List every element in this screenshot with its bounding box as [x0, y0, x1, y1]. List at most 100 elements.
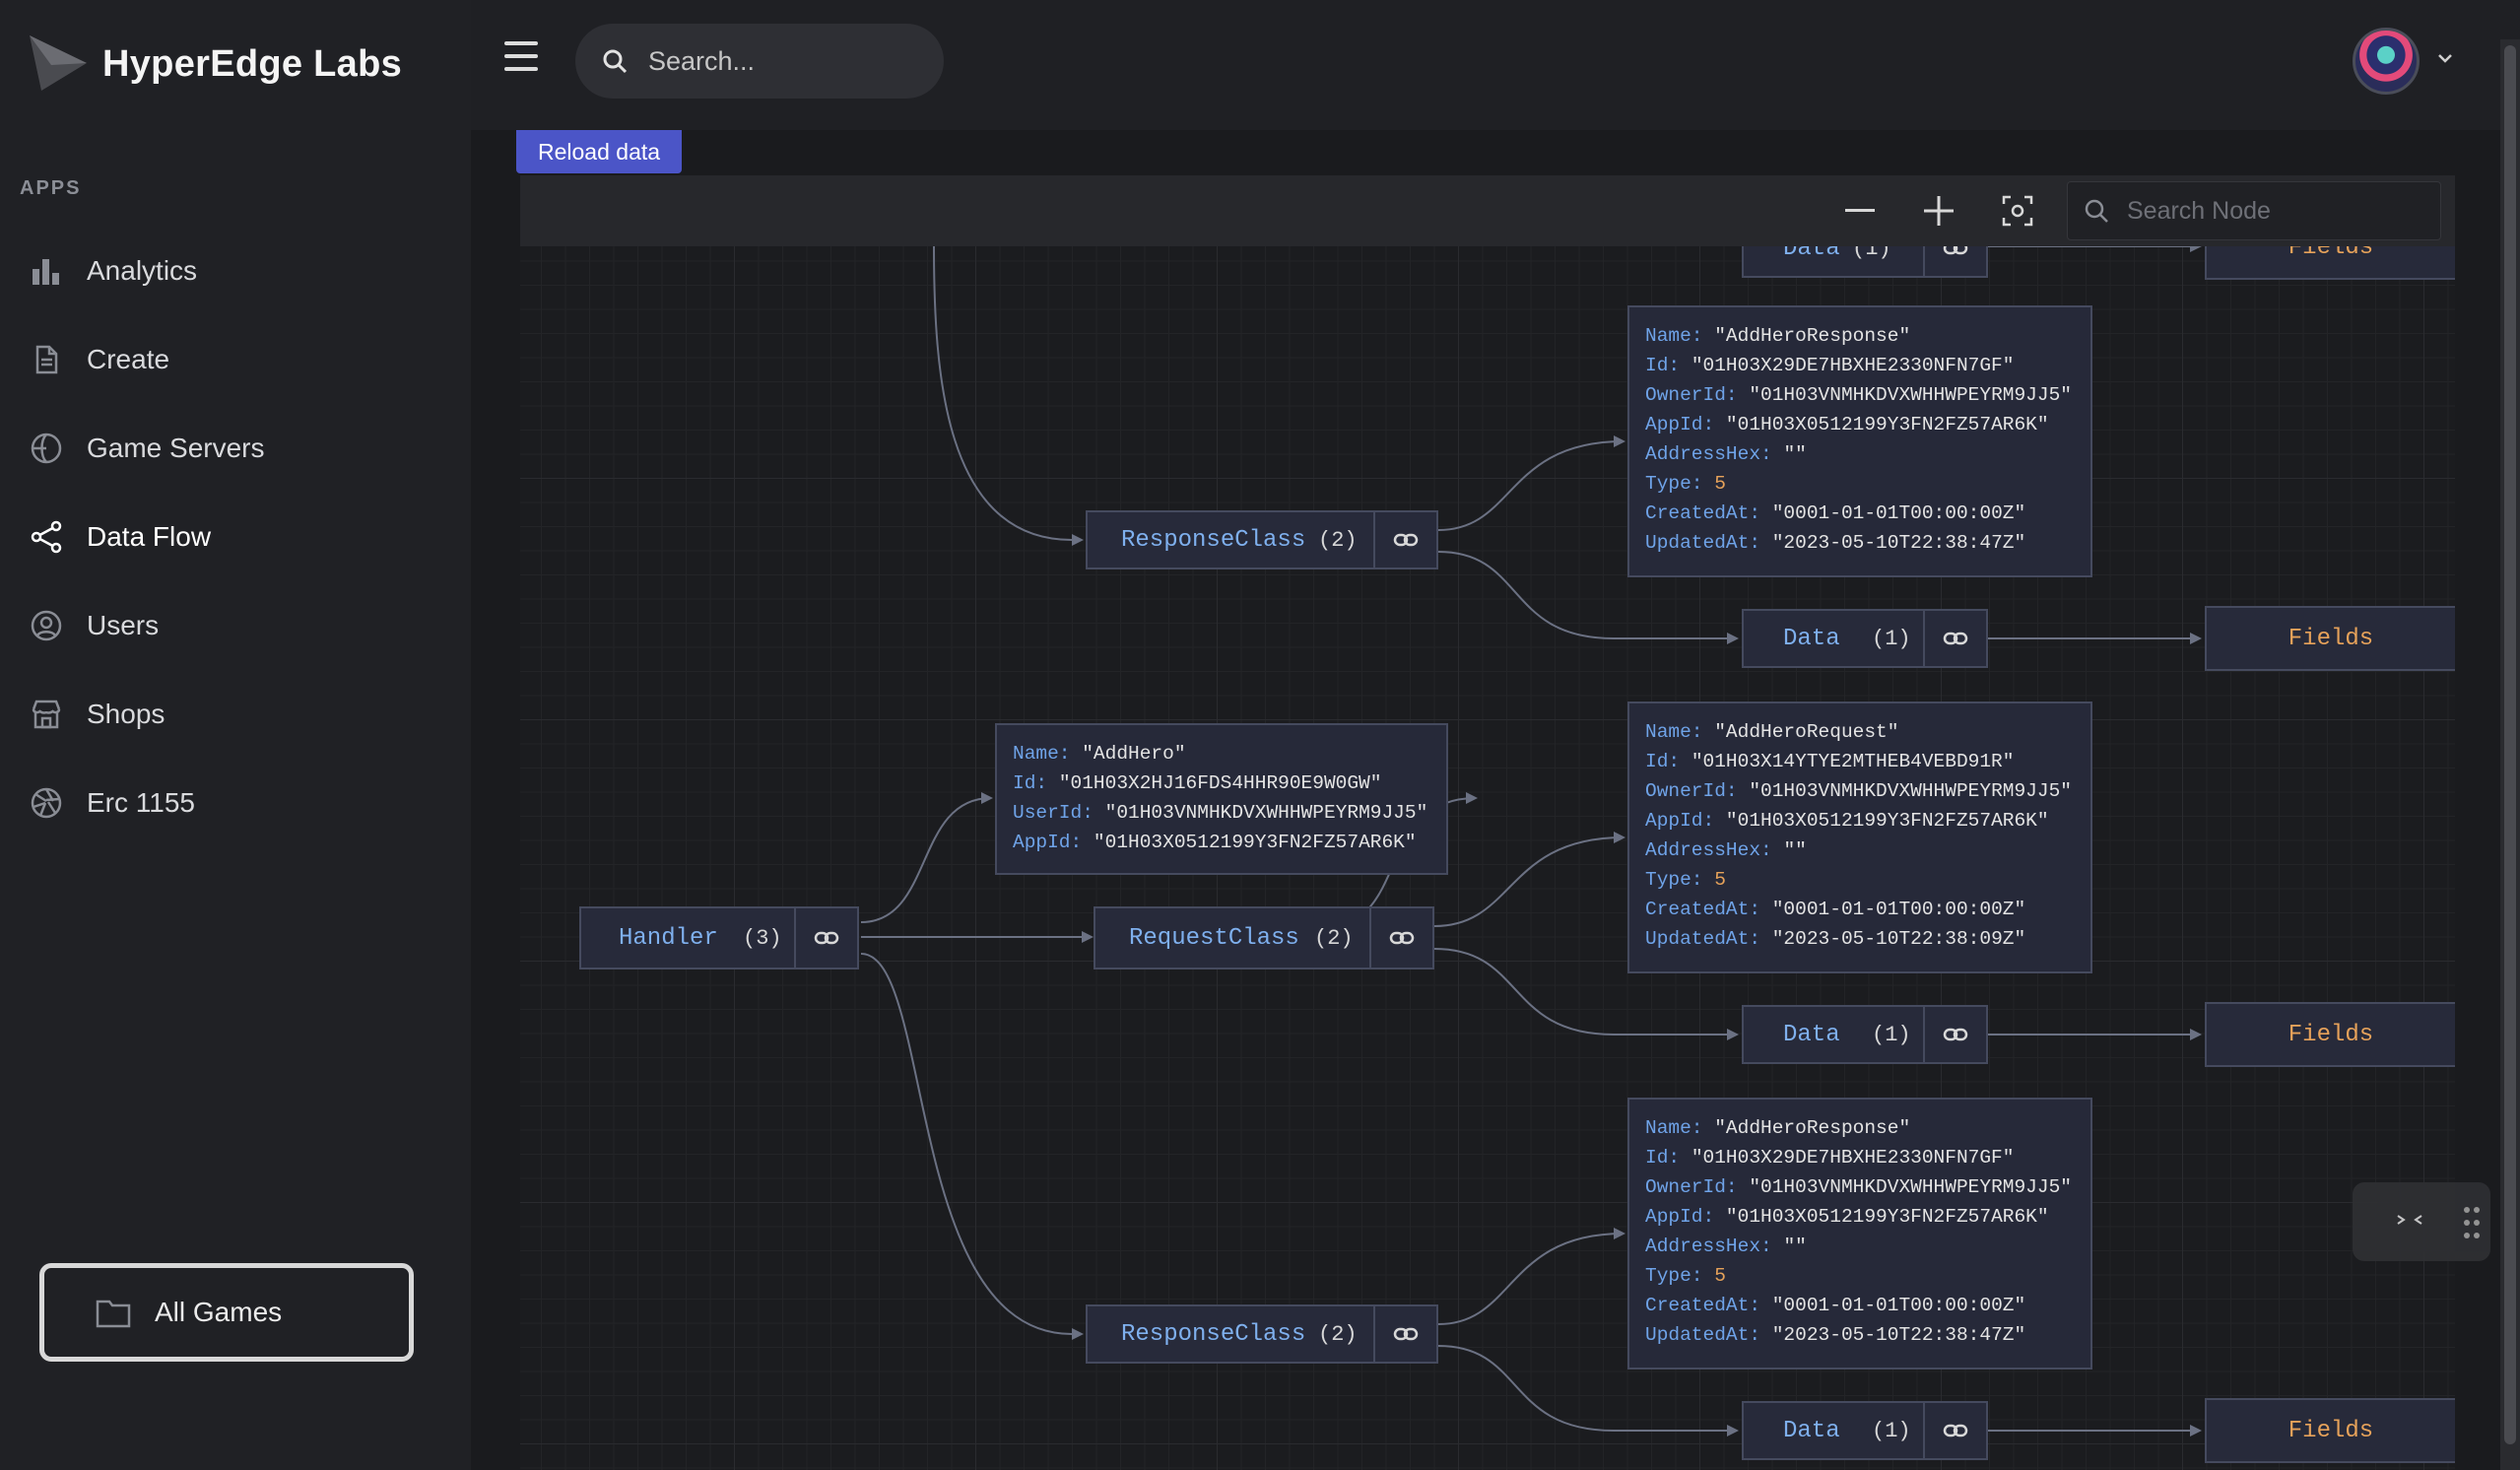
info-key: AppId: — [1645, 1206, 1715, 1228]
sidebar-item-analytics[interactable]: Analytics — [0, 227, 471, 315]
info-key: AddressHex: — [1645, 443, 1772, 465]
info-value: "AddHeroResponse" — [1714, 325, 1911, 347]
data-flow-canvas[interactable]: Data (1) Fields ResponseClass (2) Name: … — [520, 175, 2455, 1470]
sidebar-item-label: Shops — [87, 699, 166, 729]
info-value: "2023-05-10T22:38:09Z" — [1771, 928, 2026, 950]
scrollbar-thumb[interactable] — [2504, 45, 2516, 1444]
info-key: Name: — [1645, 325, 1703, 347]
fit-view-icon[interactable] — [1998, 191, 2037, 231]
fields-node[interactable]: Fields — [2205, 1398, 2455, 1463]
info-value: "01H03X0512199Y3FN2FZ57AR6K" — [1725, 1206, 2049, 1228]
info-key: CreatedAt: — [1645, 1295, 1761, 1316]
store-icon — [28, 696, 65, 733]
info-key: Type: — [1645, 1265, 1703, 1287]
handler-node[interactable]: Handler (3) — [579, 906, 859, 969]
zoom-in-icon[interactable] — [1919, 191, 1958, 231]
sidebar-item-game-servers[interactable]: Game Servers — [0, 404, 471, 493]
node-search-input[interactable] — [2127, 196, 2422, 226]
info-value: 5 — [1714, 473, 1726, 495]
fields-node[interactable]: Fields — [2205, 606, 2455, 671]
minimize-icon[interactable] — [2390, 1202, 2429, 1241]
info-key: AppId: — [1645, 414, 1715, 435]
info-key: Id: — [1645, 751, 1681, 772]
sidebar-item-label: Create — [87, 344, 170, 374]
node-count: (2) — [1314, 925, 1354, 951]
document-icon — [28, 341, 65, 378]
info-value: "" — [1783, 839, 1807, 861]
info-value: "01H03X29DE7HBXHE2330NFN7GF" — [1691, 355, 2015, 376]
search-icon — [603, 49, 628, 74]
link-icon[interactable] — [794, 908, 857, 968]
link-icon[interactable] — [1373, 512, 1436, 568]
request-class-node[interactable]: RequestClass (2) — [1094, 906, 1434, 969]
info-key: Type: — [1645, 869, 1703, 891]
bar-chart-icon — [28, 252, 65, 290]
fields-node[interactable]: Fields — [2205, 1002, 2455, 1067]
response-class-node[interactable]: ResponseClass (2) — [1086, 1304, 1438, 1364]
info-key: UserId: — [1013, 802, 1094, 824]
info-value: "01H03VNMHKDVXWHHWPEYRM9JJ5" — [1749, 1176, 2072, 1198]
link-icon[interactable] — [1923, 611, 1986, 666]
sidebar-item-erc-1155[interactable]: Erc 1155 — [0, 759, 471, 847]
info-key: OwnerId: — [1645, 780, 1738, 802]
info-key: UpdatedAt: — [1645, 532, 1761, 554]
node-label: Handler — [619, 924, 718, 952]
aperture-icon — [28, 784, 65, 822]
floating-widget[interactable] — [2353, 1182, 2490, 1261]
node-label: Data — [1783, 1417, 1840, 1444]
link-icon[interactable] — [1923, 1007, 1986, 1062]
page-scrollbar[interactable] — [2500, 39, 2520, 1470]
zoom-out-icon[interactable] — [1840, 191, 1880, 231]
avatar[interactable] — [2353, 28, 2420, 95]
response-class-node[interactable]: ResponseClass (2) — [1086, 510, 1438, 569]
global-search[interactable] — [575, 24, 944, 99]
sidebar-item-users[interactable]: Users — [0, 581, 471, 670]
info-value: "2023-05-10T22:38:47Z" — [1771, 532, 2026, 554]
apps-section-label: APPS — [20, 177, 82, 199]
link-icon[interactable] — [1369, 908, 1432, 968]
info-key: AddressHex: — [1645, 1236, 1772, 1257]
reload-data-button[interactable]: Reload data — [516, 130, 683, 173]
info-value: "0001-01-01T00:00:00Z" — [1771, 1295, 2026, 1316]
hamburger-menu-icon[interactable] — [504, 41, 538, 71]
brand-title: HyperEdge Labs — [102, 42, 403, 85]
info-key: Name: — [1645, 1117, 1703, 1139]
search-input[interactable] — [648, 45, 904, 77]
info-key: Name: — [1645, 721, 1703, 743]
info-value: "01H03VNMHKDVXWHHWPEYRM9JJ5" — [1749, 384, 2072, 406]
sidebar-item-data-flow[interactable]: Data Flow — [0, 493, 471, 581]
info-value: "" — [1783, 1236, 1807, 1257]
all-games-button[interactable]: All Games — [39, 1263, 414, 1362]
sidebar-item-shops[interactable]: Shops — [0, 670, 471, 759]
info-value: "0001-01-01T00:00:00Z" — [1771, 502, 2026, 524]
drag-handle-icon[interactable] — [2463, 1206, 2481, 1239]
info-key: Type: — [1645, 473, 1703, 495]
info-value: "AddHero" — [1082, 743, 1186, 765]
data-node[interactable]: Data (1) — [1742, 1401, 1988, 1460]
node-count: (1) — [1872, 1022, 1911, 1047]
info-value: "01H03X2HJ16FDS4HHR90E9W0GW" — [1058, 772, 1382, 794]
sidebar-item-label: Erc 1155 — [87, 787, 195, 818]
info-value: "0001-01-01T00:00:00Z" — [1771, 899, 2026, 920]
folder-icon — [96, 1300, 131, 1328]
info-key: OwnerId: — [1645, 1176, 1738, 1198]
sidebar-item-create[interactable]: Create — [0, 315, 471, 404]
node-label: RequestClass — [1129, 924, 1299, 952]
info-key: CreatedAt: — [1645, 502, 1761, 524]
link-icon[interactable] — [1373, 1306, 1436, 1362]
info-key: Id: — [1645, 355, 1681, 376]
node-search[interactable] — [2067, 181, 2441, 240]
data-node[interactable]: Data (1) — [1742, 1005, 1988, 1064]
info-value: "AddHeroResponse" — [1714, 1117, 1911, 1139]
link-icon[interactable] — [1923, 1403, 1986, 1458]
data-node[interactable]: Data (1) — [1742, 609, 1988, 668]
brand[interactable]: HyperEdge Labs — [28, 33, 402, 95]
node-label: ResponseClass — [1121, 1320, 1306, 1348]
response-info-panel: Name: "AddHeroResponse" Id: "01H03X29DE7… — [1627, 305, 2092, 577]
info-key: AppId: — [1645, 810, 1715, 832]
node-label: Data — [1783, 625, 1840, 652]
chevron-down-icon[interactable] — [2437, 53, 2453, 63]
info-key: Name: — [1013, 743, 1071, 765]
user-circle-icon — [28, 607, 65, 644]
info-key: UpdatedAt: — [1645, 928, 1761, 950]
